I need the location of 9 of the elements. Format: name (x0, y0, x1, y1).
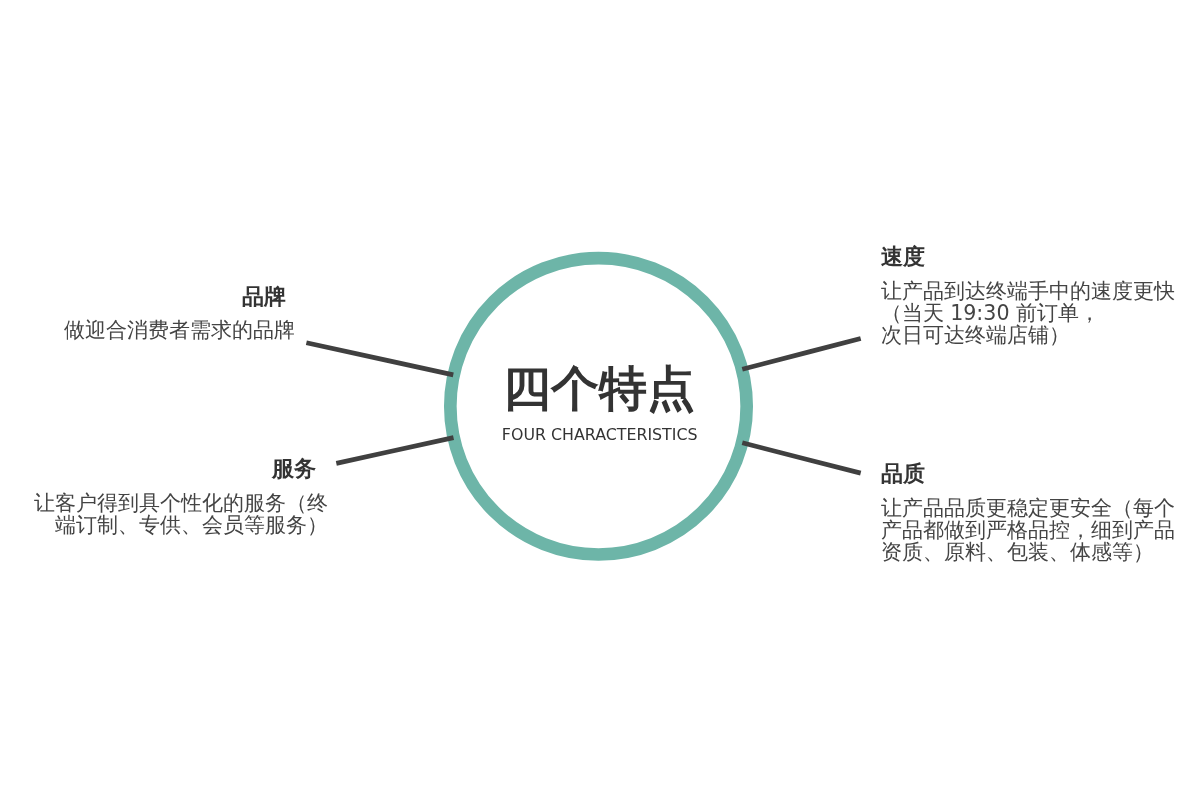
connector (741, 336, 862, 372)
node-text: 品牌 做迎合消费者需求的品牌 (64, 282, 296, 343)
connector (741, 440, 862, 476)
node-text: 速度 让产品到达终端手中的速度更快（当天 19:30 前订单，次日可达终端店铺） (880, 242, 1175, 347)
node-text: 品质 让产品品质更稳定更安全（每个产品都做到严格品控，细到产品资质、原料、包装、体感等） (880, 460, 1175, 565)
connector (335, 435, 454, 466)
connector (305, 340, 454, 378)
node-text: 服务 让客户得到具个性化的服务（终端订制、专供、会员等服务） (34, 455, 329, 538)
node-circle: 四个特点 FOUR CHARACTERISTICS (444, 251, 753, 561)
